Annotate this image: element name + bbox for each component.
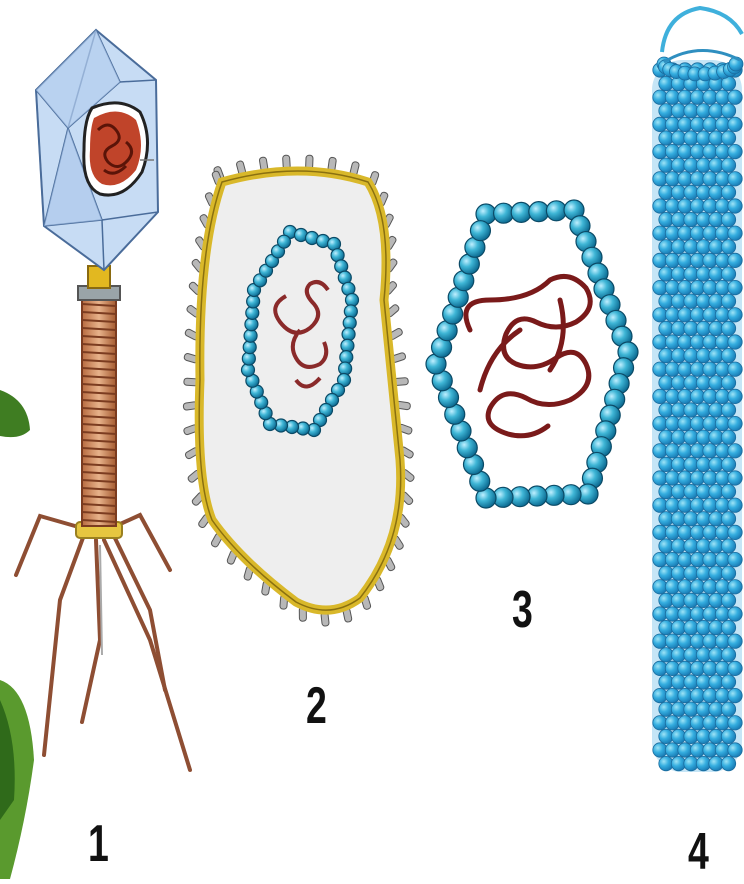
- label-3: 3: [512, 584, 533, 636]
- background-leaf: [0, 390, 34, 879]
- capsid-genome: [466, 276, 590, 435]
- tail-fibers: [16, 515, 190, 770]
- tail-sheath: [82, 298, 116, 526]
- enveloped-virus-diagram: [183, 155, 415, 626]
- capsid-shell: [426, 200, 638, 508]
- rna-strand: [662, 8, 742, 52]
- neck: [88, 266, 110, 288]
- helical-capsid-diagram: [652, 8, 743, 772]
- label-1: 1: [88, 818, 109, 870]
- naked-capsid-diagram: [426, 200, 638, 508]
- label-2: 2: [306, 680, 327, 732]
- label-4: 4: [688, 826, 709, 878]
- bacteriophage-diagram: [16, 30, 190, 770]
